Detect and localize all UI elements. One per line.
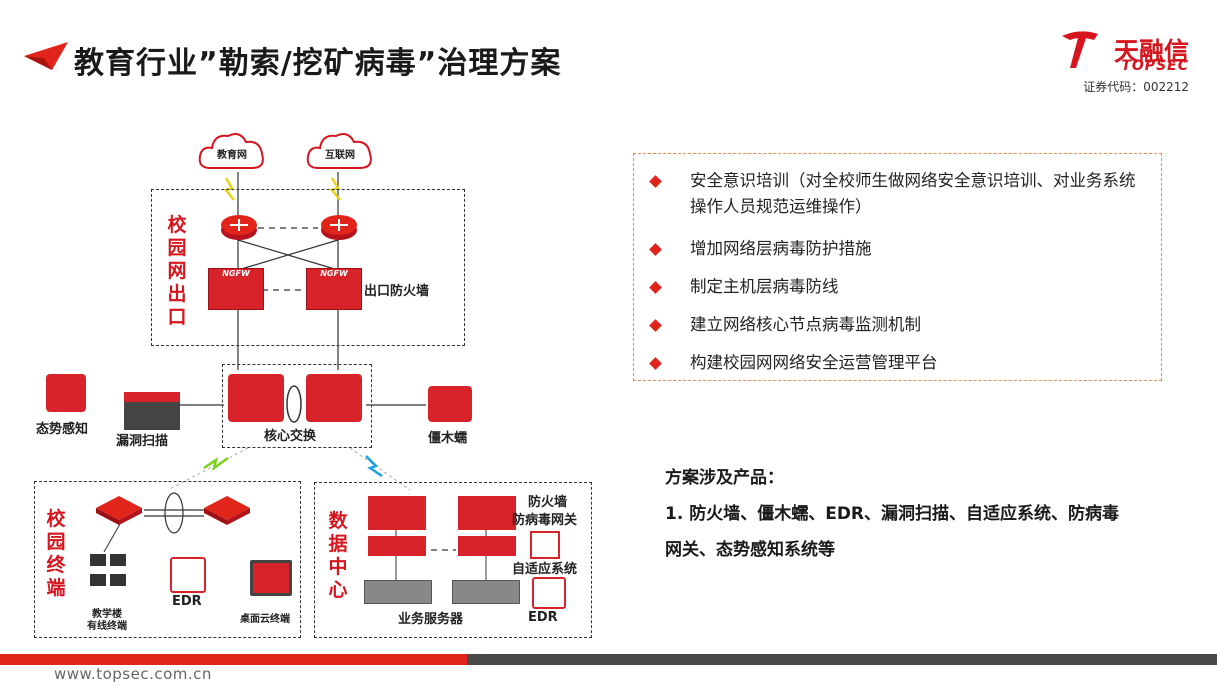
title-arrow-icon bbox=[24, 42, 68, 70]
dc-firewall-right bbox=[458, 496, 516, 530]
products-heading: 方案涉及产品： bbox=[665, 468, 784, 488]
stock-code: 证券代码：002212 bbox=[1083, 80, 1189, 94]
zone-dc-label: 数据中心 bbox=[328, 510, 348, 601]
router-right-icon bbox=[321, 215, 357, 240]
measure-item: 建立网络核心节点病毒监测机制 bbox=[648, 312, 1150, 338]
dc-firewall-label: 防火墙 bbox=[528, 495, 568, 510]
server-right-icon bbox=[452, 580, 520, 604]
zone-exit-label: 校园网出口 bbox=[167, 214, 187, 328]
biz-server-label: 业务服务器 bbox=[398, 612, 464, 627]
topsec-logo-icon bbox=[1062, 31, 1098, 68]
teaching-building-label: 教学楼 bbox=[92, 609, 122, 620]
red-diamond-icon bbox=[649, 319, 662, 332]
measure-text: 安全意识培训（对全校师生做网络安全意识培训、对业务系统操作人员规范运维操作） bbox=[690, 171, 1136, 216]
firewall-right: NGFW bbox=[306, 268, 362, 310]
cloud-edu-net: 教育网 bbox=[196, 128, 268, 174]
firewall-left: NGFW bbox=[208, 268, 264, 310]
edr-campus-icon bbox=[170, 557, 206, 593]
red-diamond-icon bbox=[649, 175, 662, 188]
switch-right-icon bbox=[204, 496, 250, 525]
zone-dc-box bbox=[314, 482, 592, 638]
dc-av-right bbox=[458, 536, 516, 556]
measure-item: 构建校园网网络安全运营管理平台 bbox=[648, 350, 1150, 376]
ngfw-label: NGFW bbox=[222, 269, 250, 278]
exit-firewall-label: 出口防火墙 bbox=[364, 284, 430, 299]
situation-label: 态势感知 bbox=[36, 422, 89, 437]
zone-exit-box bbox=[151, 189, 465, 346]
zombie-label: 僵木蠕 bbox=[428, 431, 468, 446]
measure-text: 增加网络层病毒防护措施 bbox=[690, 239, 872, 258]
cloud-icon bbox=[306, 133, 372, 169]
footer-bar-red bbox=[0, 654, 467, 665]
core-switch-label: 核心交换 bbox=[264, 429, 317, 444]
cloud-icon bbox=[198, 133, 264, 169]
footer-url: www.topsec.com.cn bbox=[54, 665, 212, 683]
desktop-cloud-label: 桌面云终端 bbox=[240, 614, 290, 625]
measure-item: 增加网络层病毒防护措施 bbox=[648, 236, 1150, 262]
network-diagram-lines bbox=[103, 172, 487, 580]
edr-campus-label: EDR bbox=[172, 594, 202, 609]
zone-campus-label: 校园终端 bbox=[46, 508, 66, 599]
logo-chinese: 天融信 bbox=[1113, 37, 1189, 66]
router-left-icon bbox=[221, 215, 257, 240]
red-diamond-icon bbox=[649, 357, 662, 370]
dc-firewall-left bbox=[368, 496, 426, 530]
dc-av-left bbox=[368, 536, 426, 556]
measure-item: 安全意识培训（对全校师生做网络安全意识培训、对业务系统操作人员规范运维操作） bbox=[648, 168, 1150, 220]
situation-device-icon bbox=[46, 374, 86, 412]
vuln-scan-label: 漏洞扫描 bbox=[116, 434, 169, 449]
edr-dc-icon bbox=[532, 577, 566, 609]
measures-box: 安全意识培训（对全校师生做网络安全意识培训、对业务系统操作人员规范运维操作） 增… bbox=[633, 153, 1162, 381]
red-diamond-icon bbox=[649, 281, 662, 294]
dc-av-gateway-label: 防病毒网关 bbox=[512, 513, 578, 528]
red-diamond-icon bbox=[649, 243, 662, 256]
server-left-icon bbox=[364, 580, 432, 604]
cloud-edu-label: 教育网 bbox=[217, 150, 247, 161]
products-text: 1. 防火墙、僵木蠕、EDR、漏洞扫描、自适应系统、防病毒网关、态势感知系统等 bbox=[665, 504, 1120, 560]
logo-english: TOPSEC bbox=[1121, 58, 1189, 74]
core-switch-right bbox=[306, 374, 362, 422]
zone-campus-box bbox=[34, 481, 301, 638]
cloud-internet-label: 互联网 bbox=[325, 150, 355, 161]
vuln-scan-device-icon bbox=[124, 392, 180, 430]
switch-left-icon bbox=[96, 496, 142, 525]
zombie-device-icon bbox=[428, 386, 472, 422]
footer-bar-gray bbox=[467, 654, 1217, 665]
core-switch-left bbox=[228, 374, 284, 422]
pc-cluster-icon bbox=[88, 552, 132, 598]
measure-text: 构建校园网网络安全运营管理平台 bbox=[690, 353, 938, 372]
ngfw-label: NGFW bbox=[320, 269, 348, 278]
measure-text: 制定主机层病毒防线 bbox=[690, 277, 839, 296]
page-title: 教育行业”勒索/挖矿病毒”治理方案 bbox=[74, 46, 562, 81]
edr-dc-label: EDR bbox=[528, 610, 558, 625]
desktop-cloud-icon bbox=[250, 560, 292, 596]
zone-core-box bbox=[222, 364, 372, 448]
measure-text: 建立网络核心节点病毒监测机制 bbox=[690, 315, 921, 334]
adaptive-icon bbox=[530, 531, 560, 559]
measure-item: 制定主机层病毒防线 bbox=[648, 274, 1150, 300]
cloud-internet: 互联网 bbox=[304, 128, 376, 174]
wired-terminal-label: 有线终端 bbox=[87, 621, 127, 632]
adaptive-label: 自适应系统 bbox=[512, 562, 578, 577]
